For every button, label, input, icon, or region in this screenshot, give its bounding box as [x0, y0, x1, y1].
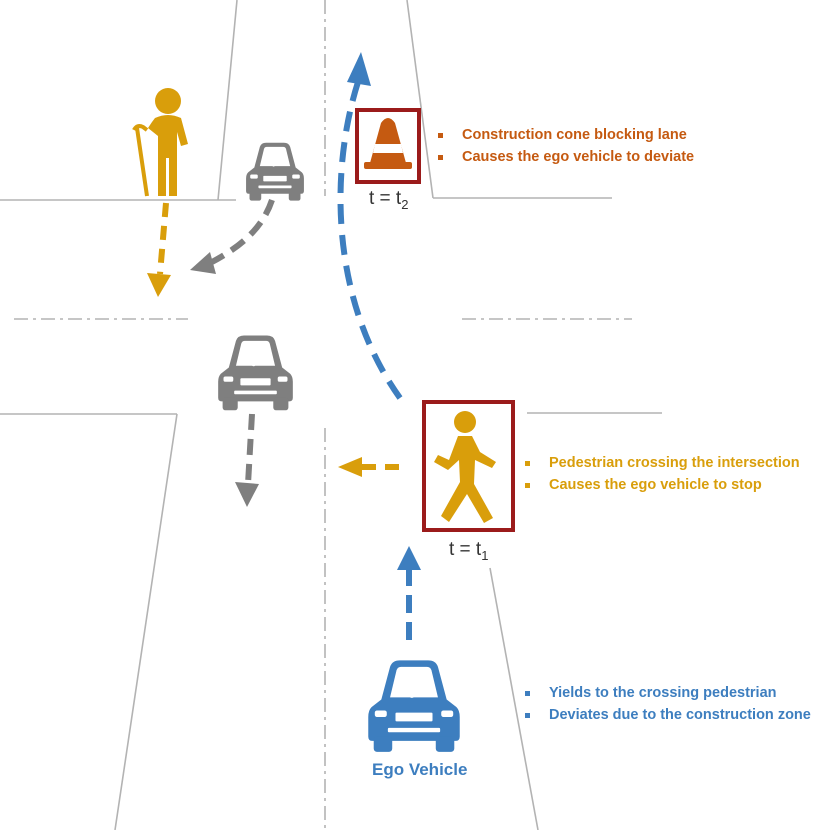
gray-car-straight-arrow: [235, 413, 259, 507]
ego-forward-arrow: [397, 546, 421, 640]
ego-vehicle-label: Ego Vehicle: [372, 760, 468, 779]
note-item: Deviates due to the construction zone: [525, 704, 811, 726]
gray-car-turn-arrow: [190, 198, 275, 274]
note-item: Pedestrian crossing the intersection: [525, 452, 800, 474]
elderly-crossing-arrow: [147, 202, 171, 297]
cone-box: [355, 108, 421, 184]
note-item: Causes the ego vehicle to deviate: [438, 146, 694, 168]
walking-pedestrian-icon: [434, 411, 496, 523]
pedestrian-notes: Pedestrian crossing the intersection Cau…: [525, 452, 800, 496]
cone-time-label: t = t2: [369, 188, 409, 212]
ego-notes: Yields to the crossing pedestrian Deviat…: [525, 682, 811, 726]
gray-car-icon: [244, 140, 306, 202]
pedestrian-crossing-arrow: [338, 457, 399, 477]
ego-deviation-arrow: [337, 52, 403, 400]
pedestrian-time-label: t = t1: [449, 539, 489, 563]
cone-notes: Construction cone blocking lane Causes t…: [438, 124, 694, 168]
ego-car-icon: [368, 660, 459, 751]
elderly-pedestrian-icon: [132, 88, 188, 197]
center-dash-lines: [14, 0, 632, 830]
note-item: Construction cone blocking lane: [438, 124, 694, 146]
gray-car-icon: [218, 336, 293, 411]
road-lines: [0, 0, 662, 830]
note-item: Causes the ego vehicle to stop: [525, 474, 800, 496]
note-item: Yields to the crossing pedestrian: [525, 682, 811, 704]
pedestrian-box: [422, 400, 515, 532]
traffic-cone-icon: [364, 118, 412, 169]
